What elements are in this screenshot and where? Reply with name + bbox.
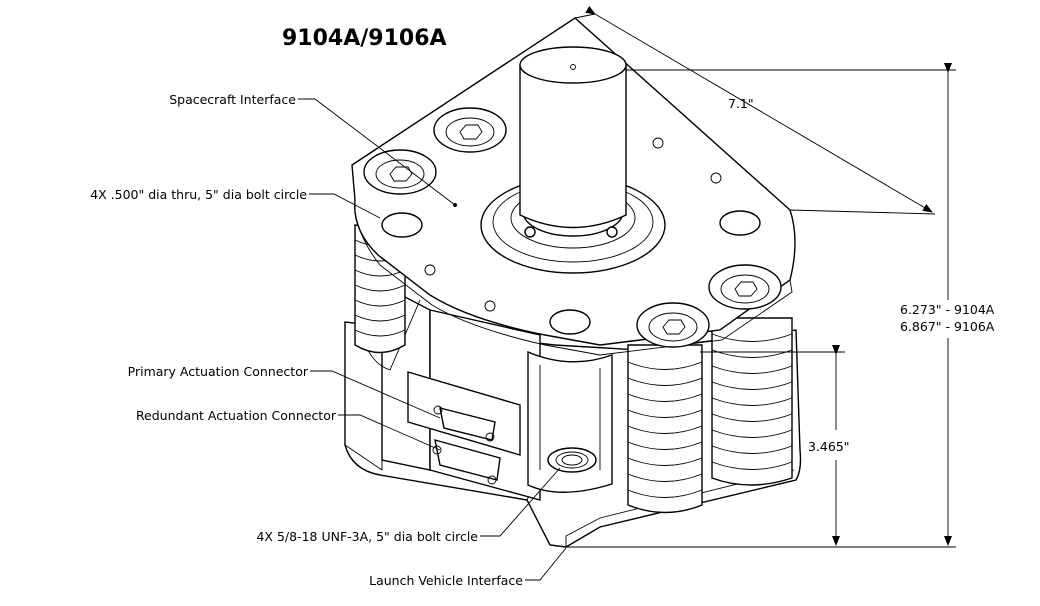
dimension-height-9106a: 6.867" - 9106A [900, 319, 995, 334]
callout-primary-connector: Primary Actuation Connector [128, 364, 309, 379]
dimension-height-9104a: 6.273" - 9104A [900, 302, 995, 317]
callout-bolt-holes: 4X .500" dia thru, 5" dia bolt circle [90, 187, 307, 202]
callout-threaded-holes: 4X 5/8-18 UNF-3A, 5" dia bolt circle [256, 529, 478, 544]
threaded-hole-pocket [527, 350, 613, 493]
bolt-heads [363, 107, 782, 348]
release-cylinder [519, 46, 627, 238]
primary-actuation-connector [407, 371, 521, 456]
redundant-actuation-connector [432, 439, 501, 485]
spring-stack-right [711, 317, 793, 486]
callout-launch-vehicle-interface: Launch Vehicle Interface [369, 573, 523, 588]
dimension-lower-height: 3.465" [808, 439, 850, 454]
dimension-width: 7.1" [728, 96, 754, 111]
spring-stack-front [627, 344, 703, 514]
leader-lines [298, 98, 567, 581]
callout-redundant-connector: Redundant Actuation Connector [136, 408, 337, 423]
callout-spacecraft-interface: Spacecraft Interface [169, 92, 296, 107]
drawing-title: 9104A/9106A [282, 26, 447, 51]
separation-device-body [344, 17, 802, 548]
dimension-lines [566, 5, 956, 548]
